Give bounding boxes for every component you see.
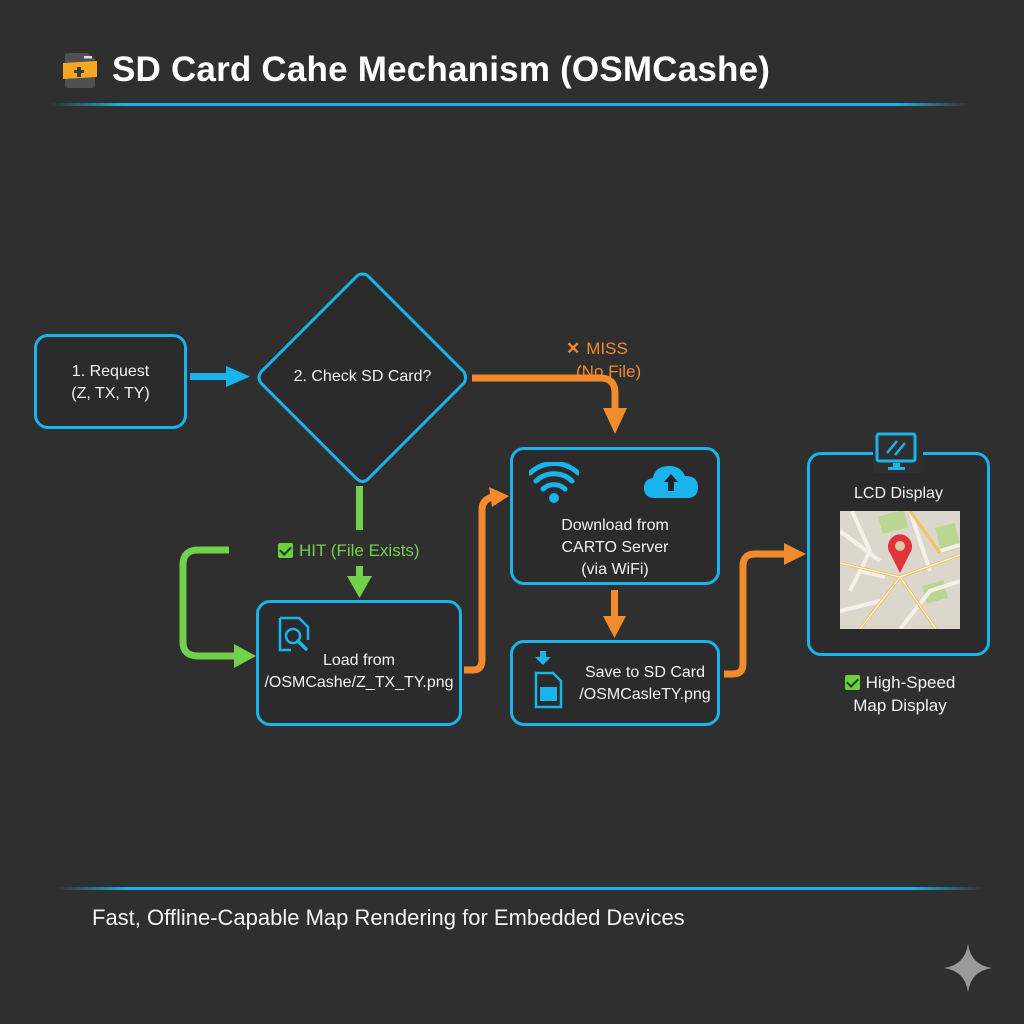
arrow-request-to-check [190, 366, 250, 387]
cloud-upload-icon [644, 466, 698, 498]
save-line-1: Save to SD Card [584, 664, 706, 681]
arrow-save-to-lcd [724, 543, 806, 678]
save-line-2: /OSMCasleTY.png [579, 686, 711, 703]
check-label: 2. Check SD Card? [293, 368, 432, 385]
load-line-2: /OSMCashe/Z_TX_TY.png [264, 674, 454, 691]
arrow-download-to-save [603, 590, 626, 638]
node-load: Load from /OSMCashe/Z_TX_TY.png [256, 600, 462, 726]
miss-x-icon: ✕ [566, 339, 581, 358]
wifi-icon [529, 462, 579, 503]
download-line-3: (via WiFi) [581, 561, 649, 578]
sparkle-icon [944, 944, 992, 992]
header-divider [50, 103, 970, 106]
file-search-icon [278, 616, 310, 652]
request-line-1: 1. Request [71, 363, 150, 380]
footer-tagline: Fast, Offline-Capable Map Rendering for … [92, 905, 685, 930]
download-line-1: Download from [561, 517, 669, 534]
monitor-icon [873, 431, 923, 473]
node-lcd: LCD Display [807, 452, 990, 656]
footer-divider [55, 887, 985, 890]
arrow-loop-hit [179, 546, 256, 668]
checkbox-icon [278, 543, 293, 558]
map-pin-icon [888, 534, 912, 573]
load-line-1: Load from [322, 652, 396, 669]
map-image [840, 511, 960, 629]
result-label: High-Speed Map Display [820, 671, 980, 717]
checkbox-icon [844, 675, 860, 690]
header: SD Card Cahe Mechanism (OSMCashe) [62, 50, 770, 90]
decision-diamond-shape [257, 272, 467, 483]
download-line-2: CARTO Server [561, 539, 669, 556]
arrow-hit [347, 486, 372, 598]
sd-card-icon [62, 51, 98, 89]
miss-label: ✕MISS (No File) [566, 339, 642, 381]
node-save: Save to SD Card /OSMCasleTY.png [510, 640, 720, 726]
node-request: 1. Request (Z, TX, TY) [34, 334, 187, 429]
lcd-title: LCD Display [854, 485, 943, 502]
request-line-2: (Z, TX, TY) [71, 385, 150, 402]
hit-label: HIT (File Exists) [278, 541, 420, 561]
page-title: SD Card Cahe Mechanism (OSMCashe) [112, 50, 771, 89]
node-check-decision: 2. Check SD Card? [255, 270, 470, 485]
sd-card-download-icon [534, 651, 563, 709]
arrow-miss [472, 374, 627, 434]
node-download: Download from CARTO Server (via WiFi) [510, 447, 720, 585]
arrow-load-to-download [464, 487, 509, 674]
